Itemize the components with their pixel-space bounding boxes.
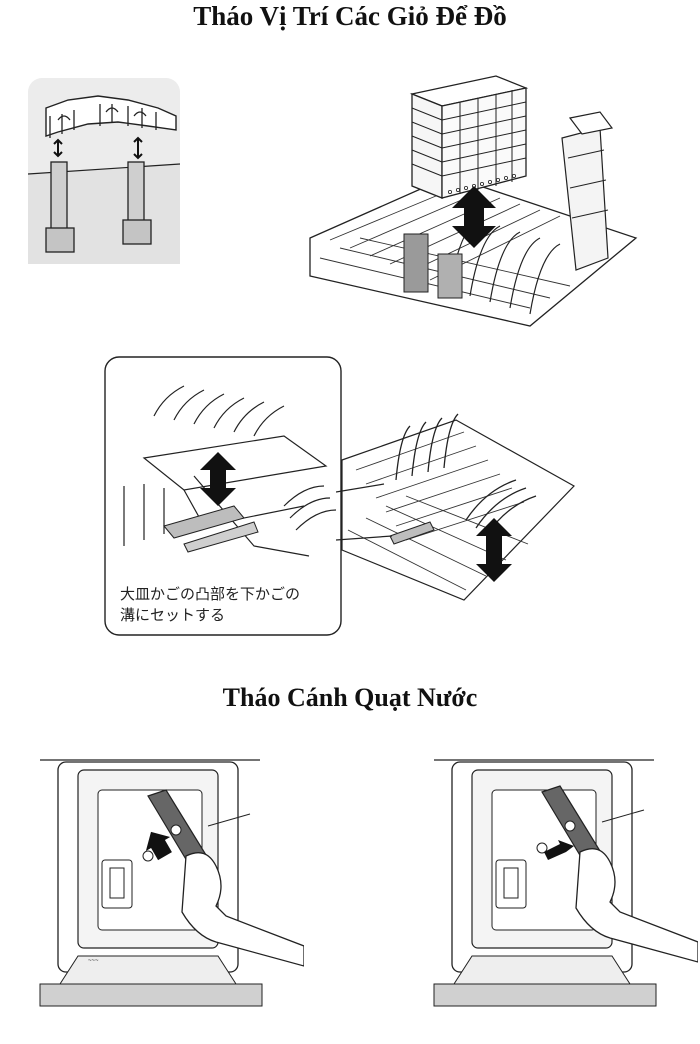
caption-line-2: 溝にセットする (120, 606, 226, 624)
lower-rack-illustration (336, 400, 578, 616)
section-title-spray-arm-removal: Tháo Cánh Quạt Nước (222, 683, 478, 712)
caption-line-1: 大皿かごの凸部を下かごの (120, 585, 301, 603)
rail-connector-inset (28, 78, 180, 264)
cutlery-basket-illustration (300, 58, 640, 330)
brand-mark: ~~~ (88, 958, 99, 964)
spray-arm-step-1: ~~~ (36, 756, 304, 1022)
callout-box (104, 356, 342, 636)
spray-arm-step-2 (430, 756, 698, 1022)
section-title-basket-removal: Tháo Vị Trí Các Giỏ Để Đồ (193, 1, 507, 31)
callout-caption: 大皿かごの凸部を下かごの 溝にセットする (120, 584, 335, 626)
